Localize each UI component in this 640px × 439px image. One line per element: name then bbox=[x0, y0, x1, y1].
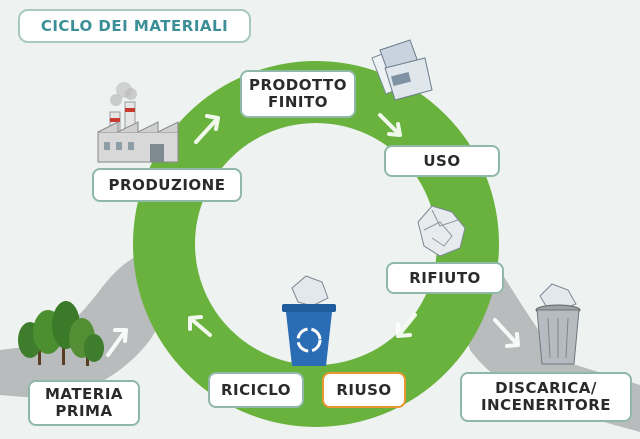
stage-rifiuto: RIFIUTO bbox=[386, 262, 504, 294]
stage-riuso: RIUSO bbox=[322, 372, 406, 408]
stage-materia-prima: MATERIA PRIMA bbox=[28, 380, 140, 426]
stage-riciclo: RICICLO bbox=[208, 372, 304, 408]
crumpled-paper-icon bbox=[417, 205, 466, 257]
trees-icon bbox=[18, 301, 104, 366]
diagram-title: CICLO DEI MATERIALI bbox=[18, 9, 251, 43]
trash-can-icon bbox=[535, 283, 581, 365]
arrow-icon bbox=[106, 113, 520, 357]
recycling-bin-icon bbox=[282, 275, 336, 366]
stage-produzione: PRODUZIONE bbox=[92, 168, 242, 202]
stage-discarica-inceneritore: DISCARICA/ INCENERITORE bbox=[460, 372, 632, 422]
stage-uso: USO bbox=[384, 145, 500, 177]
stage-prodotto-finito: PRODOTTO FINITO bbox=[240, 70, 356, 118]
factory-icon bbox=[97, 82, 179, 163]
magazines-icon bbox=[371, 39, 433, 101]
